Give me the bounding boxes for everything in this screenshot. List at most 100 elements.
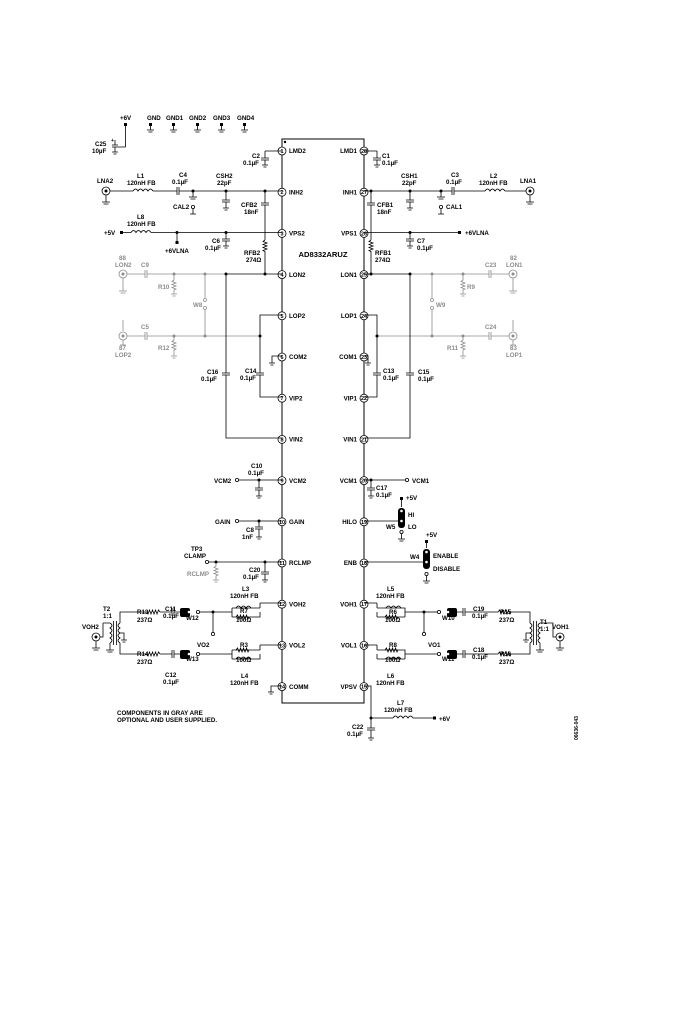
pin-23-number: 23 (361, 355, 367, 361)
c13-label: C13 (383, 368, 395, 375)
pin-25-marker (359, 270, 369, 280)
c18-value: 0.1µF (472, 654, 488, 661)
c16-label: C16 (207, 369, 219, 376)
pin-14-name: COMM (289, 684, 309, 691)
c3-label: C3 (451, 172, 459, 179)
c14-value: 0.1µF (240, 375, 256, 382)
w10-label: W10 (442, 615, 455, 622)
vcm2-label: VCM2 (214, 478, 232, 485)
pin-24-number: 24 (361, 314, 368, 320)
p6v-terminal[interactable] (124, 123, 127, 126)
w5-jumper[interactable] (398, 508, 405, 528)
vcm1-testpoint[interactable] (404, 477, 409, 482)
p6vlna-label-right: +6VLNA (465, 230, 489, 237)
vo1-testpoint[interactable] (421, 632, 426, 637)
j88-label: 88 (119, 255, 126, 262)
w10-jumper[interactable] (447, 608, 457, 617)
w4-jumper[interactable] (423, 549, 430, 569)
p5v-terminal[interactable] (120, 231, 123, 234)
pin-10-name: GAIN (289, 519, 305, 526)
j83-label: 83 (510, 345, 517, 352)
t1-ratio: 1:1 (540, 626, 550, 633)
w13-jumper[interactable] (180, 650, 190, 659)
l5-value: 120nH FB (376, 593, 405, 600)
c19-value: 0.1µF (472, 613, 488, 620)
j87-label: 87 (119, 345, 126, 352)
cfb1-label: CFB1 (377, 202, 394, 209)
l1-value: 120nH FB (127, 180, 156, 187)
l3-value: 120nH FB (230, 593, 259, 600)
pin-12-name: VOH2 (289, 601, 306, 608)
w9-label: W9 (436, 302, 446, 309)
pin-20-marker (359, 476, 369, 486)
pin-17-name: VOH1 (340, 601, 357, 608)
pin-9-number: 9 (280, 479, 283, 485)
hilo-p5v-label: +5V (406, 495, 418, 502)
enb-p5v-terminal[interactable] (425, 540, 428, 543)
pin-20-name: VCM1 (340, 478, 358, 485)
pin-24-marker (359, 311, 369, 321)
rfb2-value: 274Ω (246, 257, 261, 264)
p6vlna-terminal-left[interactable] (175, 241, 179, 244)
gnd3-terminal[interactable] (220, 123, 223, 126)
pin-27-marker (359, 187, 369, 197)
c14-label: C14 (245, 368, 257, 375)
gnd4-terminal[interactable] (243, 123, 246, 126)
t2-label: T2 (103, 606, 111, 613)
pin-26-name: VPS1 (341, 231, 357, 238)
vo1-label: VO1 (428, 642, 441, 649)
pin-16-number: 16 (361, 643, 367, 649)
w11-jumper[interactable] (447, 650, 457, 659)
vcm2-testpoint[interactable] (234, 477, 239, 482)
r16-value: 237Ω (499, 659, 514, 666)
l2-value: 120nH FB (479, 180, 508, 187)
hilo-p5v-terminal[interactable] (400, 497, 403, 500)
pin-11-name: RCLMP (289, 560, 311, 567)
w8-label: W8 (193, 302, 203, 309)
pin-13-number: 13 (279, 643, 285, 649)
c6-label: C6 (212, 238, 220, 245)
l6-label: L6 (387, 673, 395, 680)
pin-5-marker (277, 311, 287, 321)
gain-testpoint[interactable] (234, 519, 239, 524)
cal2-label: CAL2 (173, 204, 190, 211)
r8-label: R8 (389, 642, 397, 649)
pin-2-name: INH2 (289, 189, 304, 196)
w4-label: W4 (410, 554, 420, 561)
r10-label: R10 (158, 284, 170, 291)
pin-20-number: 20 (361, 479, 367, 485)
r8-value: 100Ω (385, 657, 400, 664)
voh2-connector-label: VOH2 (82, 624, 99, 631)
pin-16-name: VOL1 (341, 643, 358, 650)
r16-label: R16 (500, 651, 512, 658)
c2-value: 0.1µF (243, 160, 259, 167)
p6vlna-terminal-right[interactable] (458, 231, 461, 234)
l3-label: L3 (242, 586, 250, 593)
c15-label: C15 (418, 369, 430, 376)
cal1-label: CAL1 (446, 204, 463, 211)
c8-label: C8 (246, 527, 254, 534)
gnd-terminal[interactable] (149, 123, 152, 126)
vo2-testpoint[interactable] (210, 632, 215, 637)
pin-28-name: LMD1 (340, 148, 357, 155)
r14-value: 237Ω (137, 659, 152, 666)
lo-label: LO (408, 524, 417, 531)
c18-label: C18 (473, 647, 485, 654)
l1-label: L1 (137, 173, 145, 180)
w12-jumper[interactable] (180, 608, 190, 617)
lna1-label: LNA1 (520, 178, 537, 185)
c1-value: 0.1µF (382, 160, 398, 167)
clamp-label: CLAMP (184, 553, 206, 560)
gnd1-label: GND1 (166, 115, 184, 122)
lop2-connector-label: LOP2 (115, 352, 132, 359)
c7-label: C7 (417, 238, 425, 245)
r9-label: R9 (467, 284, 475, 291)
vpsv-p6v-terminal[interactable] (433, 716, 436, 720)
gnd2-terminal[interactable] (196, 123, 199, 126)
l8-label: L8 (137, 214, 145, 221)
gnd1-terminal[interactable] (172, 123, 175, 126)
w5-label: W5 (386, 524, 396, 531)
tp3-testpoint[interactable] (204, 560, 209, 565)
tp3-label: TP3 (191, 546, 203, 553)
c17-value: 0.1µF (376, 492, 392, 499)
